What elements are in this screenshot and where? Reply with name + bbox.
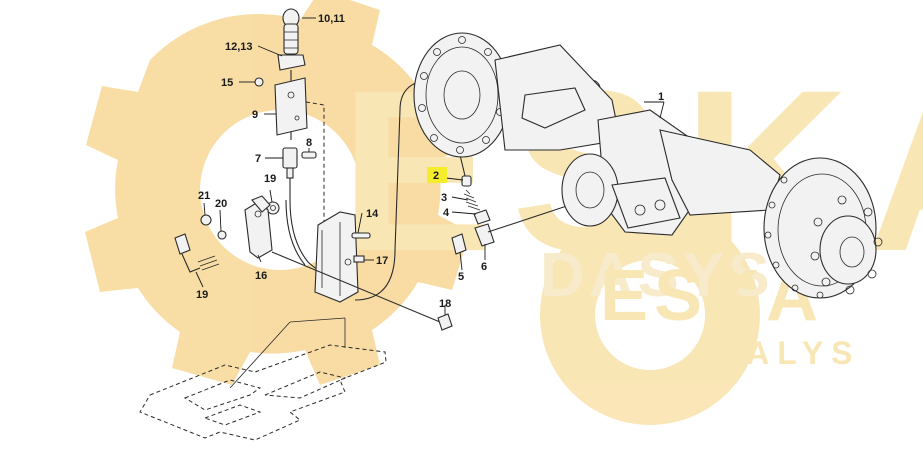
- callout-15[interactable]: 15: [221, 77, 233, 89]
- callout-19-washer[interactable]: 19: [264, 173, 276, 185]
- floor-plate: [139, 317, 387, 441]
- callout-19-shaft[interactable]: 19: [196, 289, 208, 301]
- callout-17[interactable]: 17: [376, 255, 388, 267]
- callout-6[interactable]: 6: [481, 261, 487, 273]
- watermark-word-mid: DASYS: [540, 241, 774, 310]
- callout-2-highlight: [427, 167, 447, 183]
- callout-16[interactable]: 16: [255, 270, 267, 282]
- callout-21[interactable]: 21: [198, 190, 210, 202]
- callout-3[interactable]: 3: [441, 192, 447, 204]
- callout-14[interactable]: 14: [366, 208, 379, 220]
- watermark: ESKA DASYS ESKA DALYS: [85, 0, 923, 425]
- callout-12-13[interactable]: 12,13: [225, 41, 253, 53]
- callout-8[interactable]: 8: [306, 137, 312, 149]
- callout-1[interactable]: 1: [658, 91, 664, 103]
- callout-10-11[interactable]: 10,11: [318, 13, 345, 25]
- gear-icon: [539, 205, 760, 425]
- callout-7[interactable]: 7: [255, 153, 261, 165]
- rear-axle: [413, 32, 883, 299]
- watermark-word-bottom: DALYS: [715, 335, 861, 371]
- shift-lever-assembly: [174, 8, 601, 331]
- callout-labels: 1 2 3 4 5 6 7 8 9 10,11 12,13 14 15 16 1…: [196, 13, 664, 310]
- callout-2[interactable]: 2: [433, 170, 439, 182]
- callout-5[interactable]: 5: [458, 271, 464, 283]
- callout-9[interactable]: 9: [252, 109, 258, 121]
- callout-20[interactable]: 20: [215, 198, 227, 210]
- callout-18[interactable]: 18: [439, 298, 451, 310]
- leader-lines: [195, 17, 665, 315]
- callout-4[interactable]: 4: [443, 207, 450, 219]
- gear-icon: [85, 0, 470, 385]
